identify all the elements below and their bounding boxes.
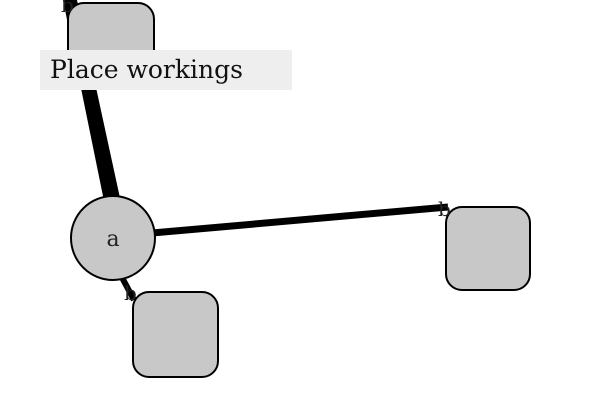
caption-box: Place workings [40,50,292,90]
square-node-bottom[interactable] [132,291,219,378]
port-label-bottom: b [124,281,137,305]
circle-node-a[interactable] [70,195,156,281]
caption-text: Place workings [50,55,243,84]
port-label-right: b [438,197,451,221]
square-node-right[interactable] [445,206,531,291]
port-label-top: b [61,0,74,17]
circle-node-a-label: a [106,227,119,252]
edge-circle-to-right-square[interactable] [151,203,449,237]
